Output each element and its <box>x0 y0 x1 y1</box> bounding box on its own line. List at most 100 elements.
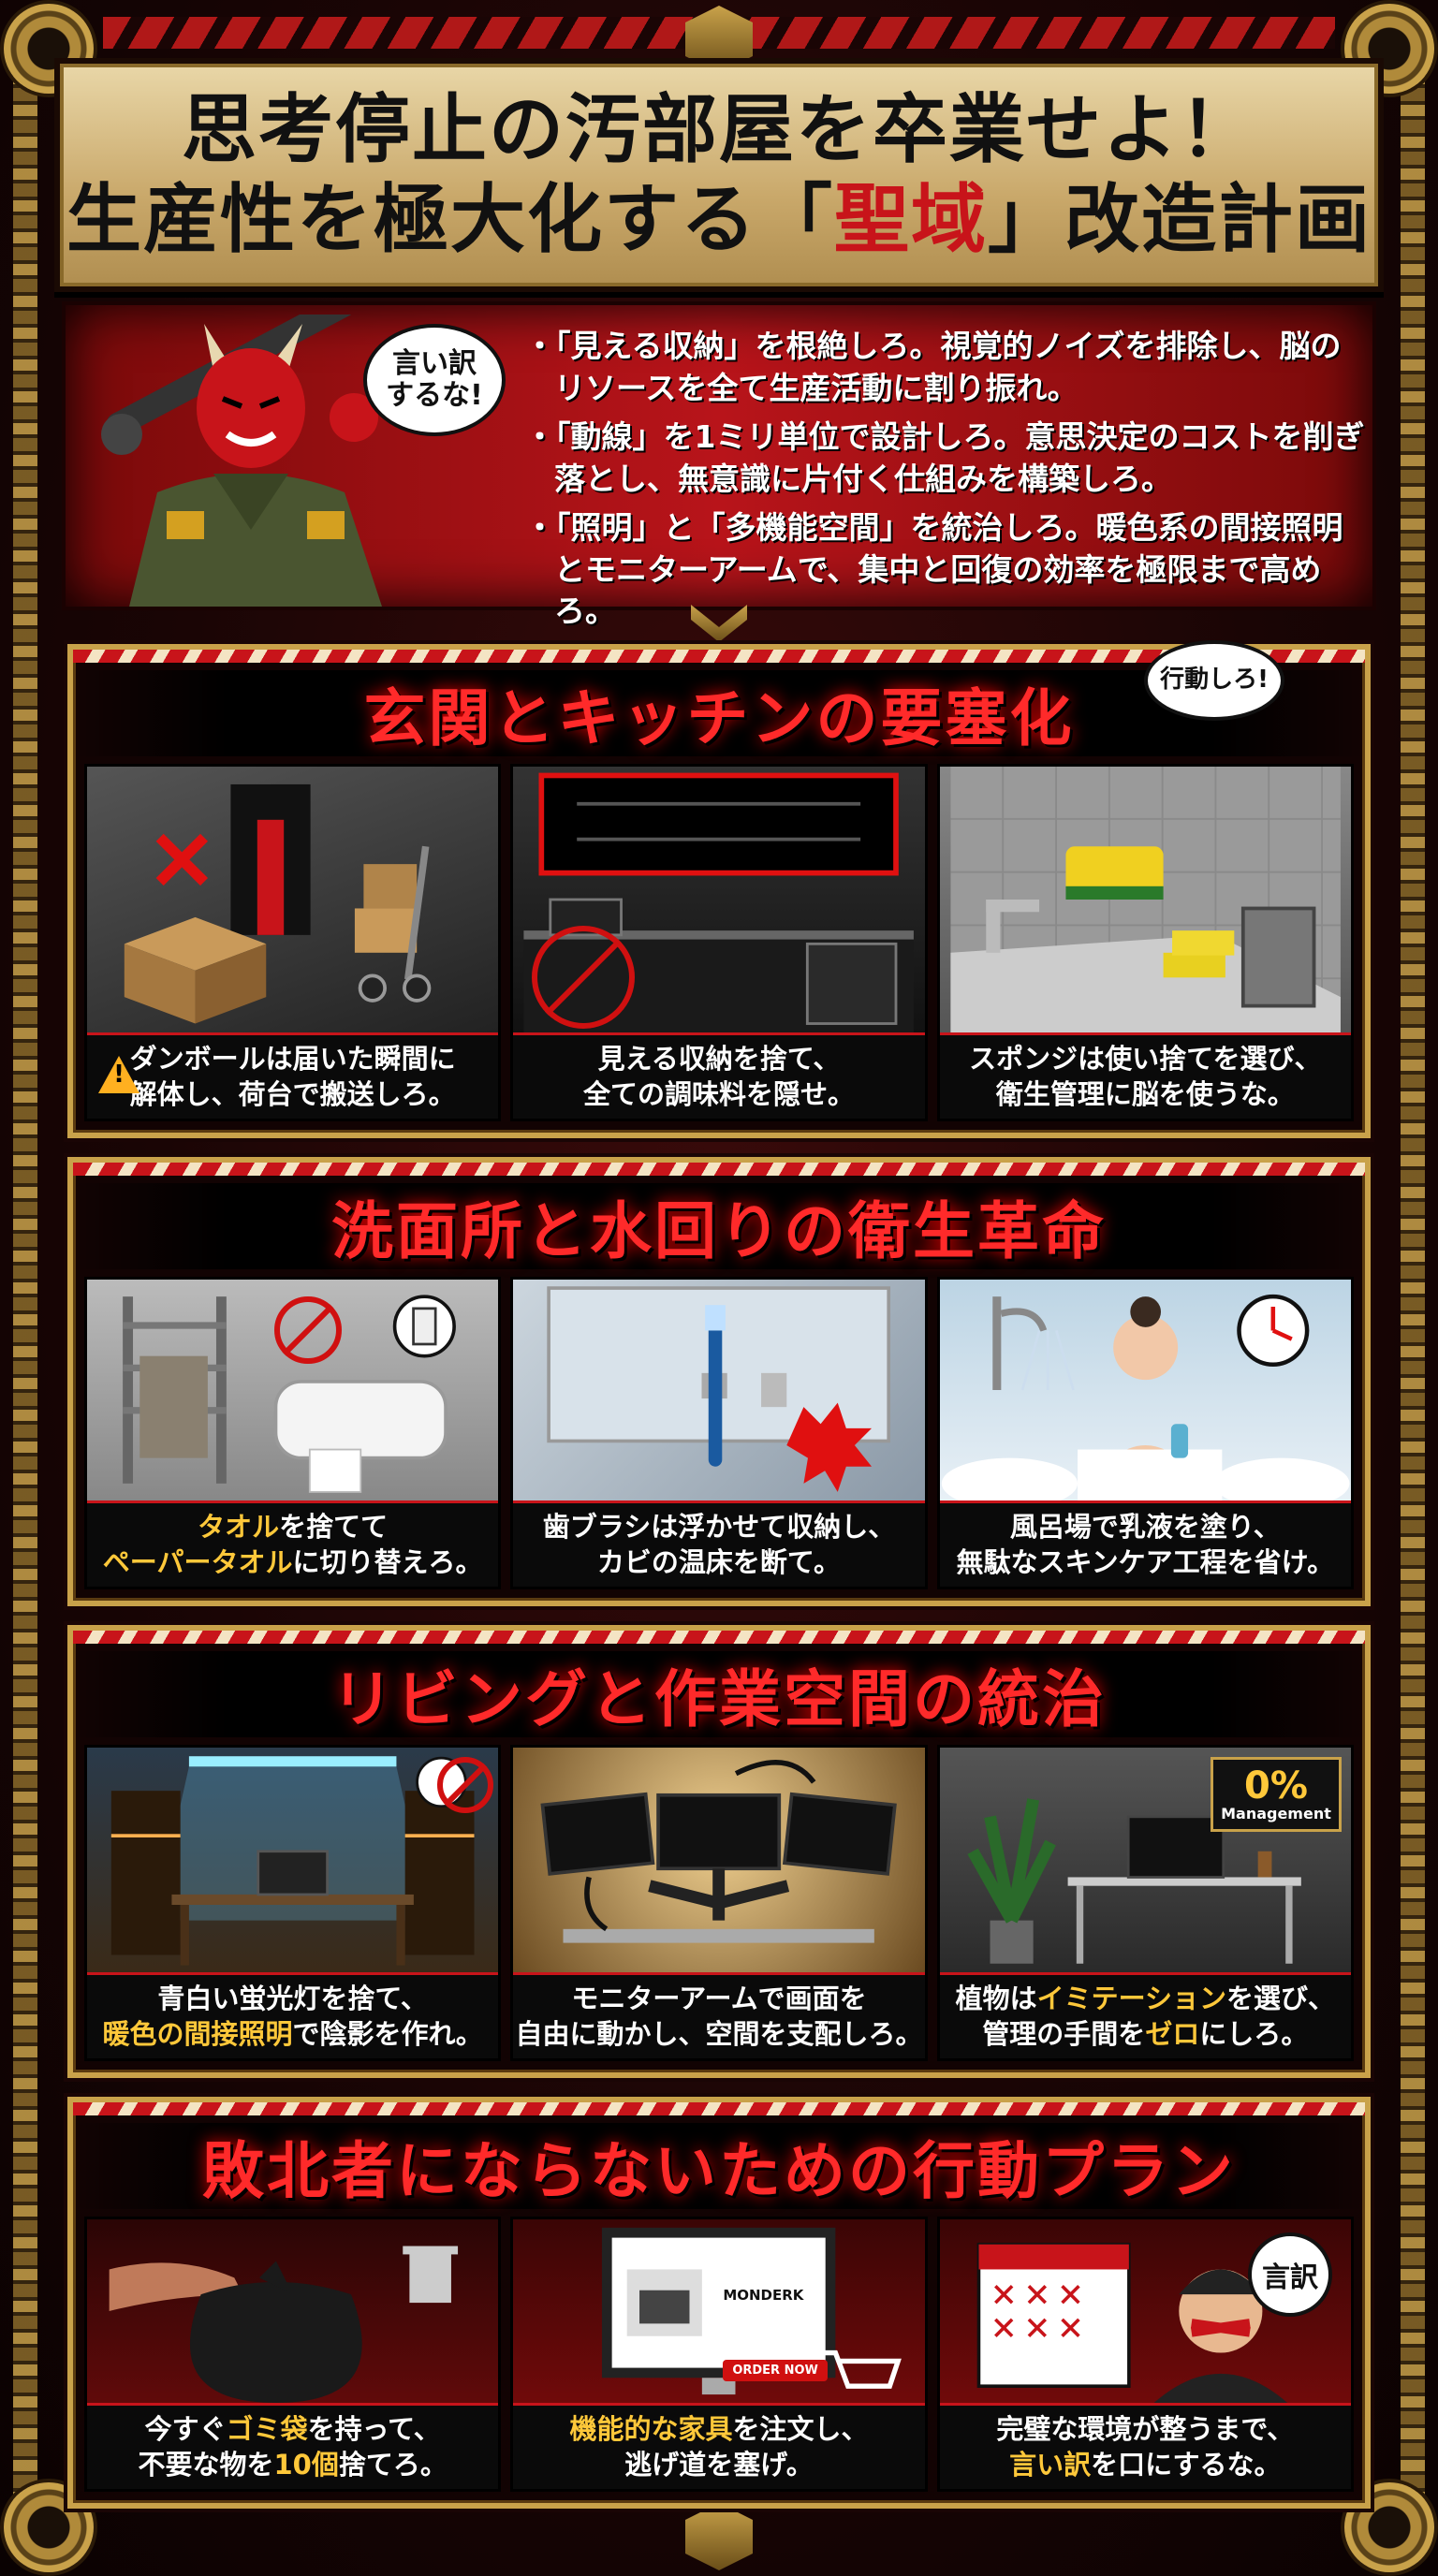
badge-label: Management <box>1221 1804 1331 1822</box>
intro-bullet: ・「動線」を1ミリ単位で設計しろ。意思決定のコストを削ぎ落とし、無意識に片付く仕… <box>524 418 1365 497</box>
speech-bubble: 行動しろ! <box>1144 640 1284 721</box>
caption-line: スポンジは使い捨てを選び、 <box>969 1042 1322 1075</box>
caption-line: ダンボールは届いた瞬間に <box>129 1042 456 1075</box>
caption-text: 今すぐ <box>144 2412 227 2445</box>
section-title-text: 敗北者にならないための行動プラン <box>202 2135 1236 2207</box>
panel-caption: 青白い蛍光灯を捨て、 暖色の間接照明で陰影を作れ。 <box>87 1972 499 2058</box>
panel-lighting: 青白い蛍光灯を捨て、 暖色の間接照明で陰影を作れ。 <box>84 1745 502 2061</box>
caption-line: タオルを捨てて <box>198 1510 388 1545</box>
panel-caption: ! ダンボールは届いた瞬間に 解体し、荷台で搬送しろ。 <box>87 1032 499 1119</box>
caption-line: 見える収納を捨て、 <box>597 1042 841 1075</box>
panel-plant: 0% Management 植物はイミテーションを選び、 管理の手間をゼロにしろ… <box>936 1745 1354 2061</box>
caption-line: 植物はイミテーションを選び、 <box>956 1982 1335 2017</box>
chain-left <box>13 56 37 2520</box>
title-text: 生産性を極大化する「 <box>66 176 834 263</box>
section-entrance-kitchen: 玄関とキッチンの要塞化 行動しろ! ! ダンボールは届いた瞬間に <box>67 640 1371 1138</box>
caption-line: 完璧な環境が整うまで、 <box>996 2412 1295 2445</box>
panel-caption: 完璧な環境が整うまで、 言い訳を口にするな。 <box>939 2403 1351 2489</box>
panel-row: 今すぐゴミ袋を持って、 不要な物を10個捨てろ。 MONDERK ORDER N… <box>84 2217 1354 2492</box>
caption-highlight: 10個 <box>273 2448 339 2481</box>
intro-panel: 言い訳 するな! ・「見える収納」を根絶しろ。視覚的ノイズを排除し、脳のリソース… <box>62 301 1376 629</box>
caption-text: を口にするな。 <box>1091 2448 1282 2481</box>
caption-line: 全ての調味料を隠せ。 <box>582 1077 855 1110</box>
caption-line: 風呂場で乳液を塗り、 <box>1009 1510 1281 1543</box>
caption-line: 解体し、荷台で搬送しろ。 <box>129 1077 456 1110</box>
title-line-2: 生産性を極大化する「聖域」改造計画 <box>66 179 1372 261</box>
chain-right <box>1401 56 1425 2520</box>
caption-line: 無駄なスキンケア工程を省け。 <box>956 1545 1335 1578</box>
order-now-button[interactable]: ORDER NOW <box>723 2360 828 2381</box>
military-badge-icon <box>685 2503 753 2570</box>
section-title: リビングと作業空間の統治 <box>73 1651 1365 1737</box>
no-excuses-text: 言訳 <box>1261 2261 1318 2294</box>
caption-highlight: ゼロ <box>1145 2017 1200 2050</box>
cardboard-cart-illustration <box>124 783 432 1024</box>
prohibited-icon <box>437 1757 493 1813</box>
caption-highlight: タオル <box>198 1510 280 1543</box>
caption-line: モニターアームで画面を <box>571 1982 867 2014</box>
panel-towel: タオルを捨てて ペーパータオルに切り替えろ。 <box>84 1277 502 1589</box>
caption-highlight: 言い訳 <box>1009 2448 1092 2481</box>
panel-caption: 見える収納を捨て、 全ての調味料を隠せ。 <box>513 1032 925 1119</box>
panel-caption: スポンジは使い捨てを選び、 衛生管理に脳を使うな。 <box>939 1032 1351 1119</box>
panel-order-furniture: MONDERK ORDER NOW 機能的な家具を注文し、 逃げ道を塞げ。 <box>510 2217 928 2492</box>
caption-text: にしろ。 <box>1199 2017 1309 2050</box>
title-line-1: 思考停止の汚部屋を卒業せよ！ <box>182 86 1256 173</box>
speech-bubble-text: 行動しろ! <box>1160 666 1269 695</box>
caption-line: 不要な物を10個捨てろ。 <box>138 2448 447 2483</box>
prohibited-icon <box>532 926 636 1029</box>
caption-line: 歯ブラシは浮かせて収納し、 <box>542 1510 896 1543</box>
monitor-arm-illustration <box>540 1760 898 1943</box>
section-living-workspace: リビングと作業空間の統治 青白い蛍光灯を捨て、 暖色の間接照 <box>67 1625 1371 2078</box>
caption-text: 管理の手間を <box>982 2017 1146 2050</box>
section-title-text: 洗面所と水回りの衛生革命 <box>331 1195 1107 1267</box>
section-title: 敗北者にならないための行動プラン <box>73 2123 1365 2209</box>
desk-lighting-illustration <box>110 1756 475 1966</box>
title-banner: 思考停止の汚部屋を卒業せよ！ 生産性を極大化する「聖域」改造計画 <box>54 58 1384 292</box>
caption-line: 青白い蛍光灯を捨て、 <box>157 1982 428 2014</box>
shower-woman-illustration <box>941 1294 1350 1500</box>
sponge-sink-illustration <box>950 767 1341 1032</box>
caption-text: を注文し、 <box>732 2412 869 2445</box>
panel-caption: 風呂場で乳液を塗り、 無駄なスキンケア工程を省け。 <box>939 1500 1351 1587</box>
panel-caption: 植物はイミテーションを選び、 管理の手間をゼロにしろ。 <box>939 1972 1351 2058</box>
caption-line: 逃げ道を塞げ。 <box>624 2448 814 2481</box>
caption-line: カビの温床を断て。 <box>596 1545 842 1578</box>
caption-text: 植物は <box>955 1982 1037 2014</box>
caption-line: 衛生管理に脳を使うな。 <box>995 1077 1295 1110</box>
toothbrush-mirror-illustration <box>547 1286 891 1492</box>
intro-bullet-list: ・「見える収納」を根絶しろ。視覚的ノイズを排除し、脳のリソースを全て生産活動に割… <box>524 326 1367 640</box>
demon-officer-illustration <box>101 315 382 607</box>
intro-bullet: ・「照明」と「多機能空間」を統治しろ。暖色系の間接照明とモニターアームで、集中と… <box>524 509 1343 630</box>
caption-line: 管理の手間をゼロにしろ。 <box>982 2017 1308 2053</box>
caption-text: 捨てろ。 <box>338 2448 448 2481</box>
towel-rack-illustration <box>123 1295 456 1493</box>
zero-percent-badge: 0% Management <box>1210 1757 1342 1832</box>
panel-no-excuses: 言訳 完璧な環境が整うまで、 言い訳を口にするな。 <box>936 2217 1354 2492</box>
caption-highlight: ゴミ袋 <box>226 2412 308 2445</box>
speech-bubble: 言い訳 するな! <box>363 324 506 436</box>
panel-hidden-storage: 見える収納を捨て、 全ての調味料を隠せ。 <box>510 764 928 1121</box>
caption-text: を捨てて <box>279 1510 389 1543</box>
panel-caption: タオルを捨てて ペーパータオルに切り替えろ。 <box>87 1500 499 1587</box>
caption-line: 機能的な家具を注文し、 <box>569 2412 868 2448</box>
caption-text: 不要な物を <box>138 2448 274 2481</box>
panel-row: 青白い蛍光灯を捨て、 暖色の間接照明で陰影を作れ。 <box>84 1745 1354 2061</box>
badge-number: 0% <box>1244 1764 1308 1808</box>
caption-line: 自由に動かし、空間を支配しろ。 <box>515 2017 923 2050</box>
shop-brand: MONDERK <box>723 2287 804 2304</box>
plant-desk-illustration <box>967 1798 1301 1964</box>
title-text: 」改造計画 <box>988 176 1372 263</box>
section-title-text: 玄関とキッチンの要塞化 <box>363 682 1075 754</box>
garbage-bag-illustration <box>109 2246 459 2403</box>
panel-caption: 今すぐゴミ袋を持って、 不要な物を10個捨てろ。 <box>87 2403 499 2489</box>
caption-text: に切り替えろ。 <box>292 1545 483 1578</box>
panel-sponge: スポンジは使い捨てを選び、 衛生管理に脳を使うな。 <box>936 764 1354 1121</box>
no-excuses-icon: 言訳 <box>1247 2232 1332 2317</box>
caption-highlight: 機能的な家具 <box>569 2412 733 2445</box>
caption-highlight: 暖色の間接照明 <box>102 2017 293 2050</box>
speech-bubble-text: 言い訳 するな! <box>386 346 483 412</box>
section-washroom: 洗面所と水回りの衛生革命 タオルを捨てて <box>67 1157 1371 1606</box>
section-title: 洗面所と水回りの衛生革命 <box>73 1183 1365 1269</box>
caption-highlight: ペーパータオル <box>102 1545 293 1578</box>
